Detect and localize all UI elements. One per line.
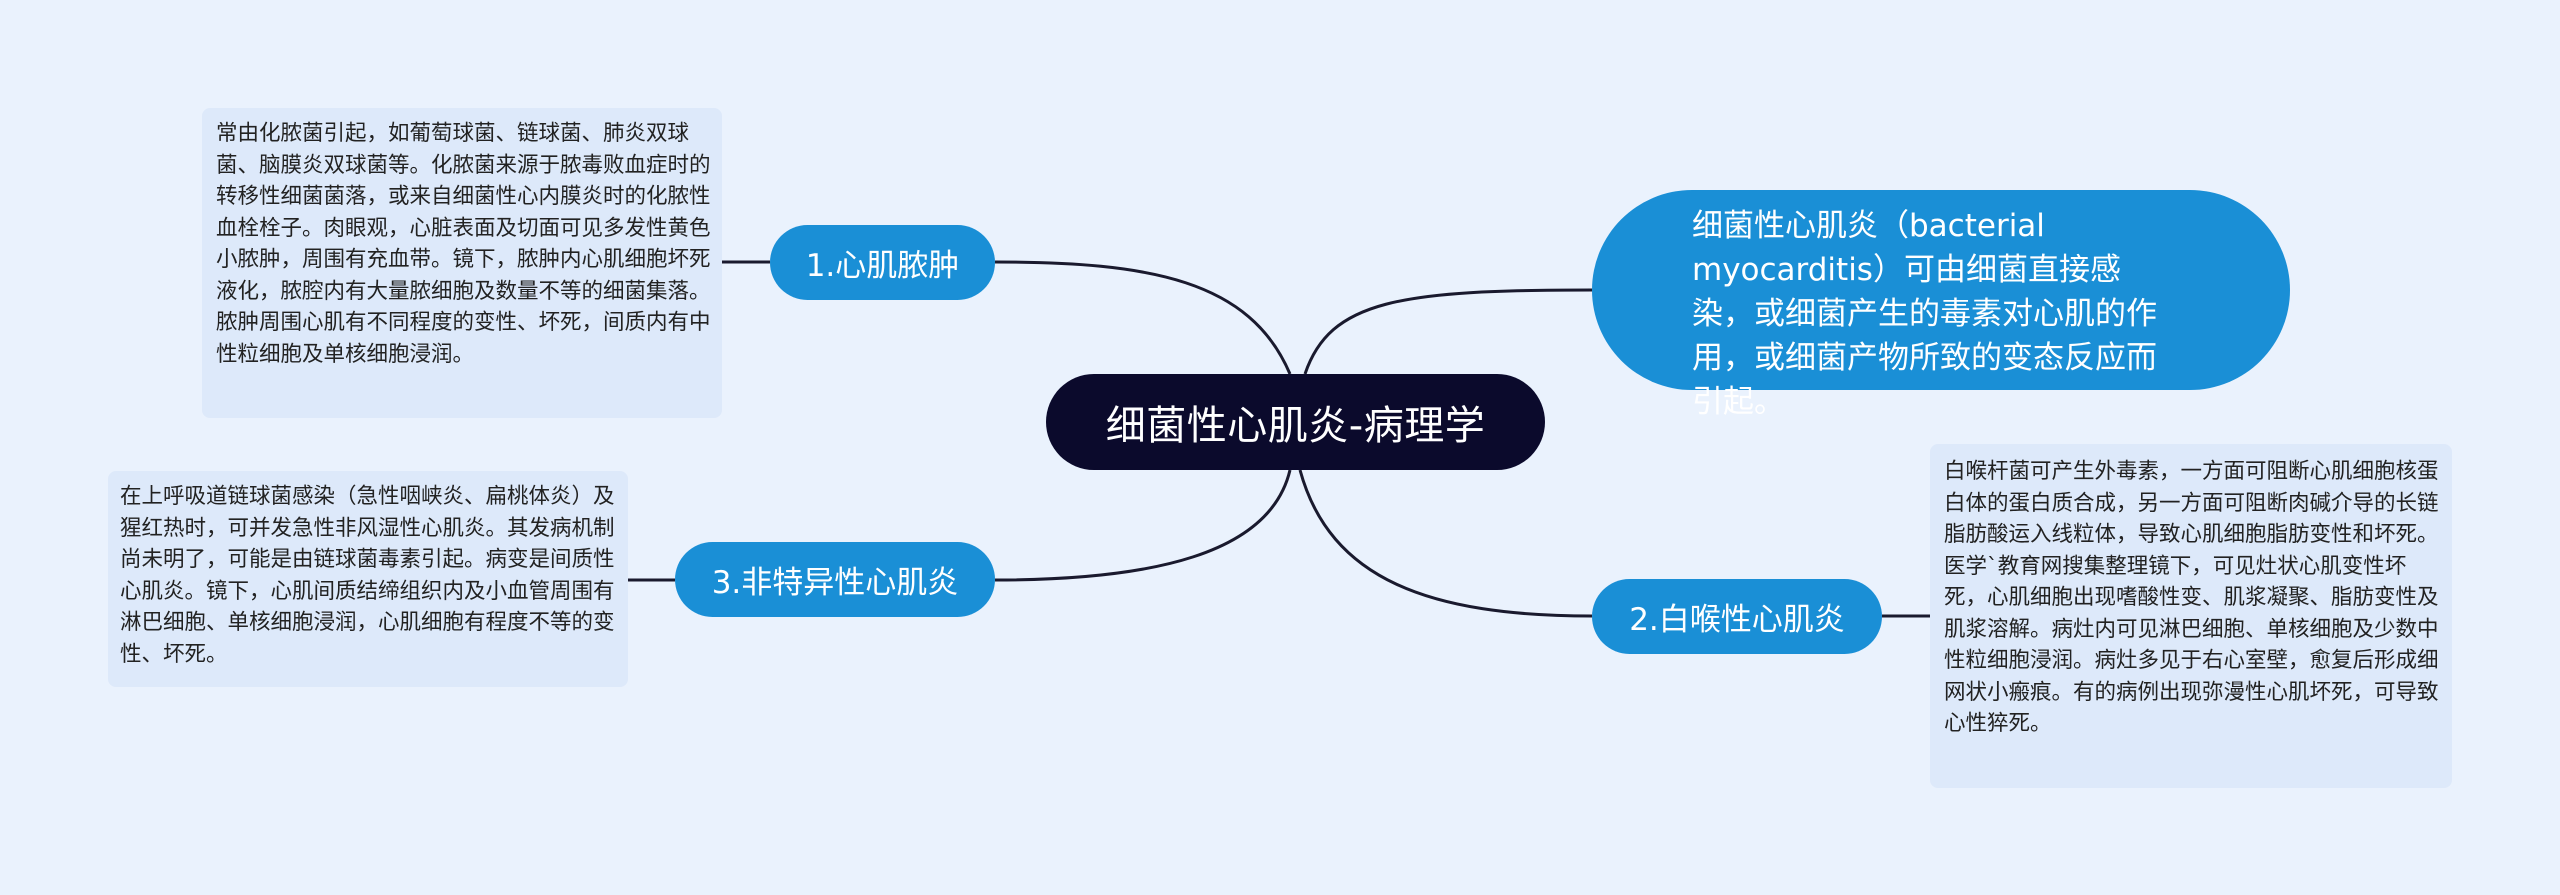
- note-text-1: 常由化脓菌引起，如葡萄球菌、链球菌、肺炎双球菌、脑膜炎双球菌等。化脓菌来源于脓毒…: [216, 121, 711, 367]
- link-center-branch-3: [994, 469, 1292, 582]
- link-center-branch-2: [1298, 469, 1593, 618]
- note-box-1: 常由化脓菌引起，如葡萄球菌、链球菌、肺炎双球菌、脑膜炎双球菌等。化脓菌来源于脓毒…: [202, 108, 722, 418]
- link-center-branch-1: [994, 260, 1292, 375]
- intro-text: 细菌性心肌炎（bacterial myocarditis）可由细菌直接感染，或细…: [1692, 208, 2157, 420]
- branch-label-1: 1.心肌脓肿: [805, 248, 960, 284]
- center-topic[interactable]: 细菌性心肌炎-病理学: [1046, 374, 1545, 470]
- note-box-3: 在上呼吸道链球菌感染（急性咽峡炎、扁桃体炎）及猩红热时，可并发急性非风湿性心肌炎…: [108, 471, 628, 687]
- branch-label-2: 2.白喉性心肌炎: [1629, 602, 1845, 638]
- branch-label-3: 3.非特异性心肌炎: [711, 565, 959, 601]
- link-center-intro: [1303, 288, 1593, 375]
- note-text-2: 白喉杆菌可产生外毒素，一方面可阻断心肌细胞核蛋白体的蛋白质合成，另一方面可阻断肉…: [1944, 459, 2439, 736]
- intro-node[interactable]: 细菌性心肌炎（bacterial myocarditis）可由细菌直接感染，或细…: [1592, 190, 2290, 420]
- note-box-2: 白喉杆菌可产生外毒素，一方面可阻断心肌细胞核蛋白体的蛋白质合成，另一方面可阻断肉…: [1930, 444, 2452, 788]
- note-text-3: 在上呼吸道链球菌感染（急性咽峡炎、扁桃体炎）及猩红热时，可并发急性非风湿性心肌炎…: [120, 484, 615, 667]
- branch-node-2[interactable]: 2.白喉性心肌炎: [1592, 579, 1882, 654]
- center-topic-label: 细菌性心肌炎-病理学: [1105, 403, 1486, 449]
- branch-node-3[interactable]: 3.非特异性心肌炎: [675, 542, 995, 617]
- branch-node-1[interactable]: 1.心肌脓肿: [770, 225, 995, 300]
